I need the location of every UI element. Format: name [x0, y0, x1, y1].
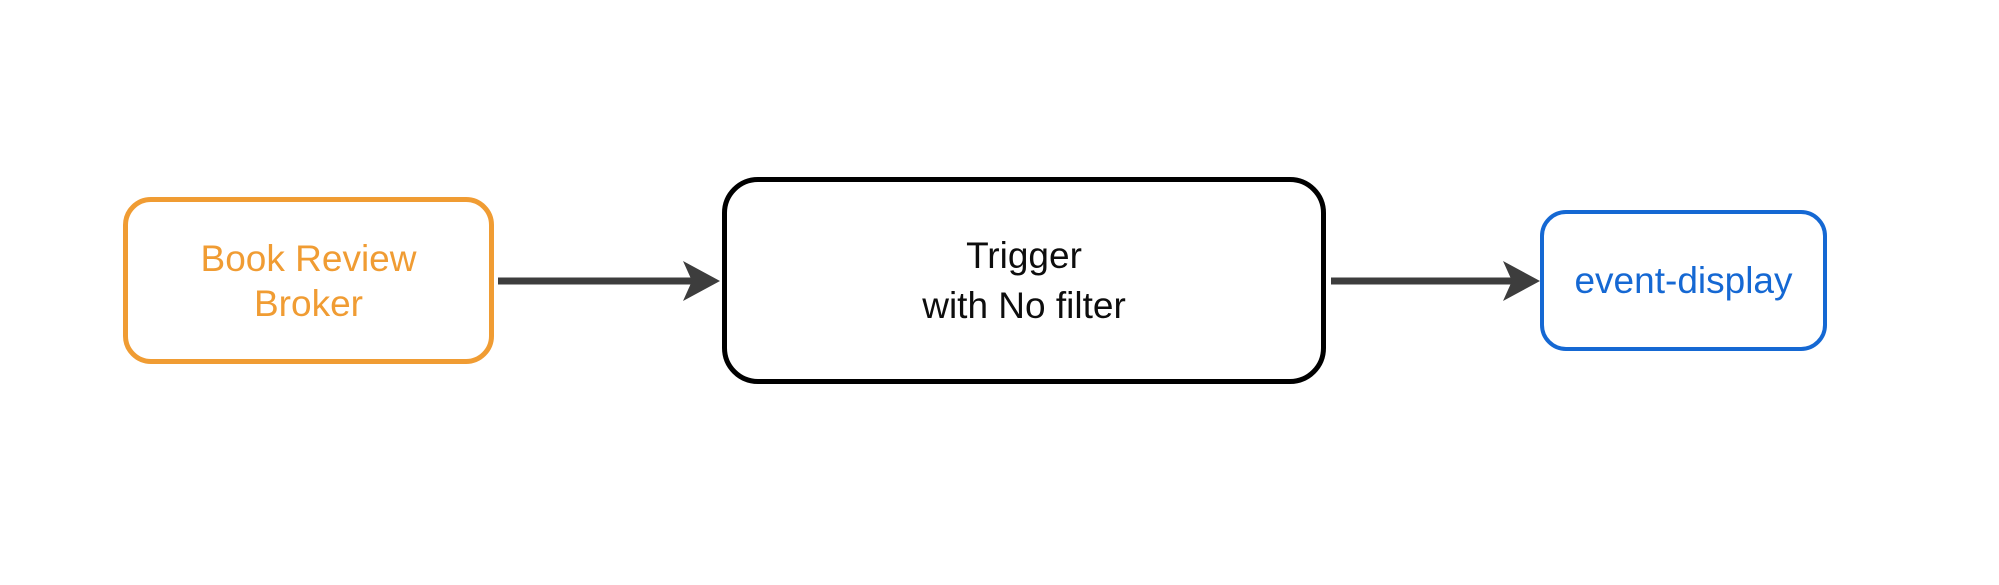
node-label-line: Trigger — [966, 234, 1082, 276]
node-label-line: with No filter — [922, 284, 1126, 326]
node-label-line: Book Review — [200, 237, 417, 279]
node-book-review-broker: Book Review Broker — [123, 197, 494, 364]
arrowhead-icon — [1503, 261, 1540, 301]
edge-broker-to-trigger — [498, 261, 720, 301]
arrowhead-icon — [683, 261, 720, 301]
node-label-line: event-display — [1574, 260, 1793, 301]
edge-trigger-to-event-display — [1331, 261, 1540, 301]
node-trigger-with-no-filter: Trigger with No filter — [722, 177, 1326, 384]
node-event-display: event-display — [1540, 210, 1827, 351]
node-label-line: Broker — [254, 282, 363, 324]
